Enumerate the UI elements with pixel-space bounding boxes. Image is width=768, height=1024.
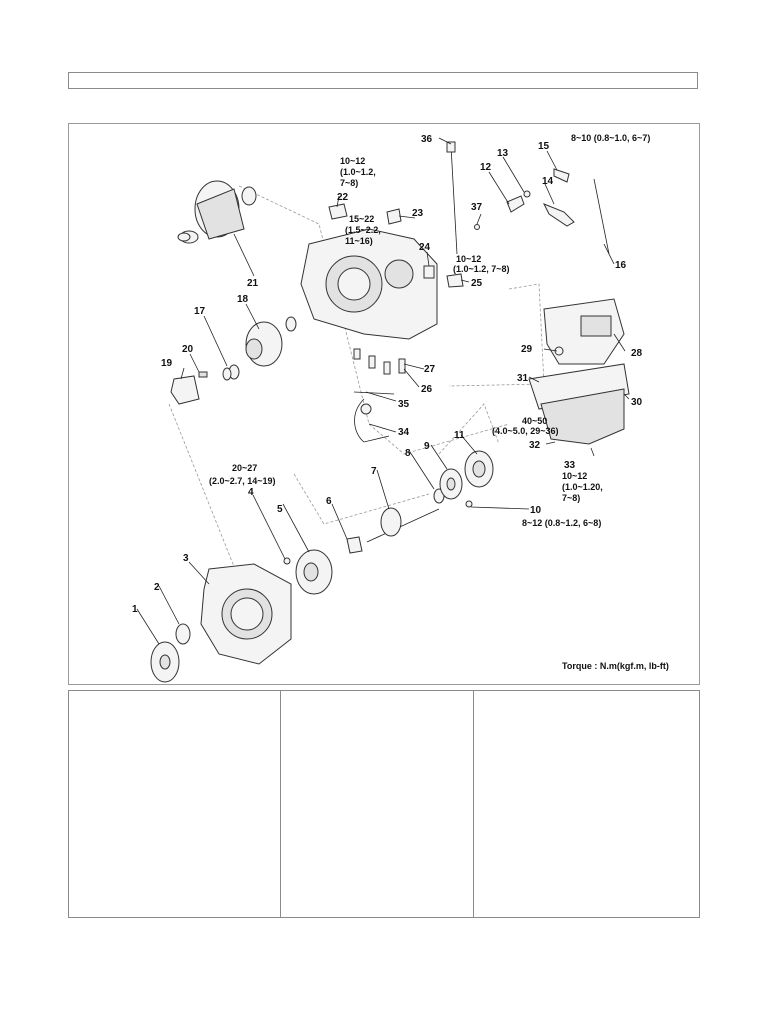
callout-5: 5 [277, 504, 283, 515]
callout-29: 29 [521, 344, 533, 355]
callout-23: 23 [412, 208, 424, 219]
exploded-view-drawing: 1 2 3 4 5 6 7 8 9 10 11 12 13 14 15 16 1… [132, 133, 669, 683]
parts-22-25 [328, 203, 464, 288]
callout-6: 6 [326, 496, 332, 507]
callout-18: 18 [237, 294, 249, 305]
callout-20: 20 [182, 344, 194, 355]
callout-26: 26 [421, 384, 433, 395]
legend-column-2 [281, 691, 474, 917]
callout-9: 9 [424, 441, 430, 452]
torque-spec-23-line2: (1.5~2.2, [345, 225, 381, 235]
torque-unit-note: Torque : N.m(kgf.m, lb-ft) [562, 661, 669, 671]
torque-spec-25-line2: (1.0~1.2, 7~8) [453, 264, 510, 274]
part-21-differential-gear [177, 180, 257, 244]
part-34-harness [353, 391, 395, 443]
torque-spec-30-line2: (4.0~5.0, 29~36) [492, 426, 559, 436]
callout-32: 32 [529, 440, 541, 451]
torque-spec-4-line1: 20~27 [232, 463, 257, 473]
torque-spec-33-line2: (1.0~1.20, [562, 482, 603, 492]
header-box [68, 72, 698, 89]
valve-body-and-oil-pan [528, 298, 630, 445]
parts-legend-table [68, 690, 700, 918]
converter-housing [150, 563, 292, 683]
callout-17: 17 [194, 306, 206, 317]
torque-spec-15: 8~10 (0.8~1.0, 6~7) [571, 133, 650, 143]
callout-25: 25 [471, 278, 483, 289]
input-shaft-and-gears [366, 450, 494, 543]
callout-1: 1 [132, 604, 138, 615]
torque-spec-22-line2: (1.0~1.2, [340, 167, 376, 177]
callout-7: 7 [371, 466, 377, 477]
callout-8: 8 [405, 448, 411, 459]
callout-33: 33 [564, 460, 576, 471]
parts-17-20 [170, 316, 297, 405]
callout-19: 19 [161, 358, 173, 369]
torque-spec-22-line3: 7~8) [340, 178, 358, 188]
callout-10: 10 [530, 505, 542, 516]
callout-11: 11 [454, 430, 465, 441]
callout-34: 34 [398, 427, 410, 438]
torque-spec-4-line2: (2.0~2.7, 14~19) [209, 476, 276, 486]
legend-column-3 [474, 691, 699, 917]
callout-24: 24 [419, 242, 431, 253]
callout-15: 15 [538, 141, 550, 152]
torque-spec-10: 8~12 (0.8~1.2, 6~8) [522, 518, 601, 528]
exploded-diagram: 1 2 3 4 5 6 7 8 9 10 11 12 13 14 15 16 1… [68, 123, 700, 685]
callout-3: 3 [183, 553, 189, 564]
transaxle-case [300, 228, 438, 340]
torque-spec-25-line1: 10~12 [456, 254, 481, 264]
callout-2: 2 [154, 582, 160, 593]
torque-spec-23-line3: 11~16) [345, 236, 373, 246]
upper-right-parts [446, 141, 610, 255]
torque-spec-23-line1: 15~22 [349, 214, 374, 224]
callout-37: 37 [471, 202, 483, 213]
callout-21: 21 [247, 278, 259, 289]
torque-spec-33-line3: 7~8) [562, 493, 580, 503]
torque-spec-22-line1: 10~12 [340, 156, 365, 166]
legend-column-1 [69, 691, 281, 917]
callout-16: 16 [615, 260, 627, 271]
torque-spec-33-line1: 10~12 [562, 471, 587, 481]
callout-22: 22 [337, 192, 349, 203]
callout-27: 27 [424, 364, 436, 375]
callout-12: 12 [480, 162, 492, 173]
torque-spec-30-line1: 40~50 [522, 416, 547, 426]
callout-36: 36 [421, 134, 433, 145]
callout-13: 13 [497, 148, 509, 159]
callout-30: 30 [631, 397, 643, 408]
parts-26-27 [353, 348, 406, 375]
parts-4-6 [283, 536, 363, 595]
callout-4: 4 [248, 487, 254, 498]
callout-35: 35 [398, 399, 410, 410]
callout-14: 14 [542, 176, 554, 187]
callout-31: 31 [517, 373, 529, 384]
callout-28: 28 [631, 348, 643, 359]
